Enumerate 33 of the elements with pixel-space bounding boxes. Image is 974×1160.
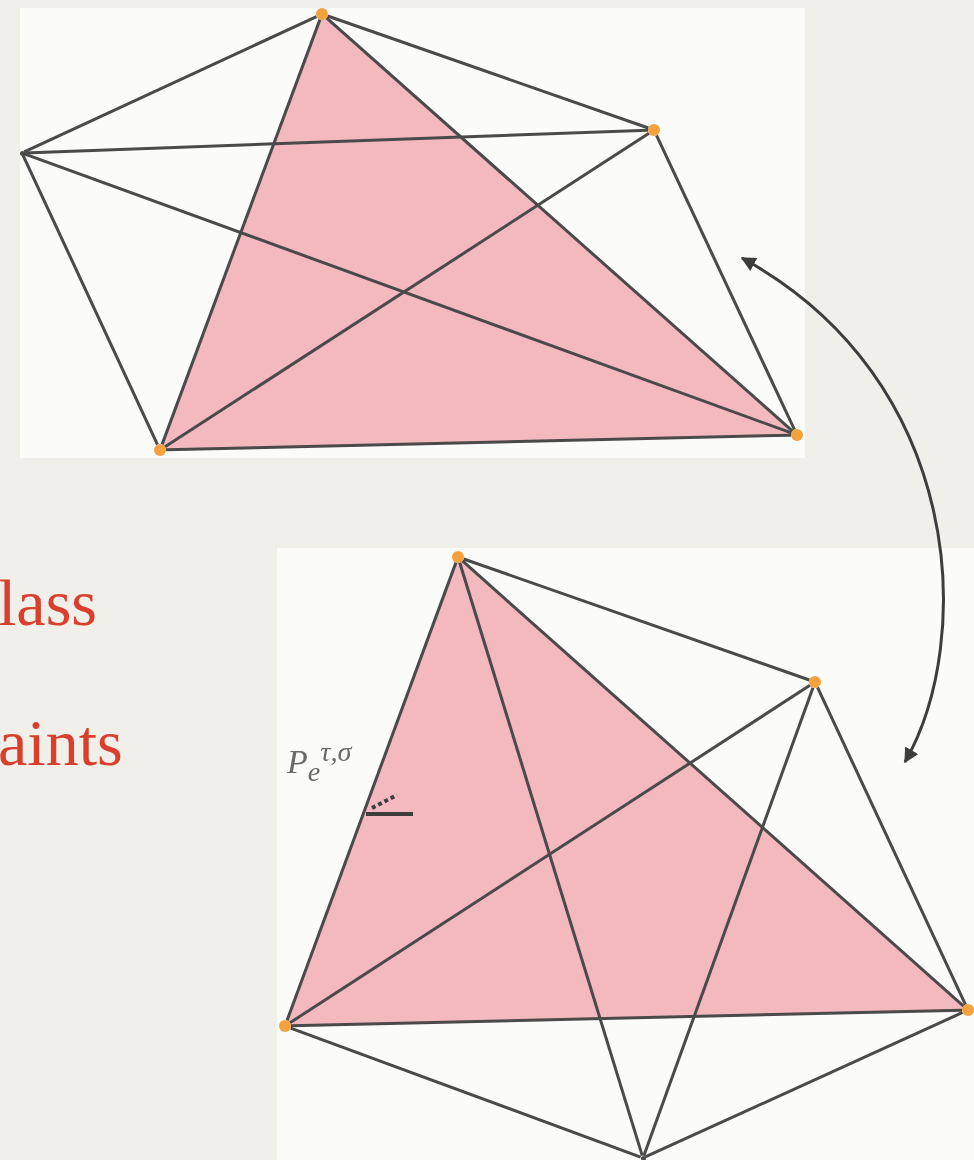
vertex-point <box>640 1155 646 1160</box>
graph-edge-line <box>327 14 649 130</box>
graph-edge-line <box>325 16 794 433</box>
graph-edge-line <box>289 684 811 1024</box>
graph-edge-line <box>458 562 644 1157</box>
vertex-dot <box>452 551 464 563</box>
vertex-dot <box>648 124 660 136</box>
graph-edge-line <box>23 152 792 435</box>
graph-edge-line <box>160 19 322 445</box>
graph-edge-line <box>290 1008 963 1028</box>
graph-edge-line <box>285 562 458 1021</box>
graph-edge-line <box>290 1026 642 1159</box>
graph-edge-line <box>23 15 318 154</box>
vertex-dot <box>316 8 328 20</box>
graph-edge-line <box>21 154 159 446</box>
graph-edge-line <box>816 686 967 1006</box>
graph-edge-line <box>461 559 965 1008</box>
vertex-dot <box>791 429 803 441</box>
graph-edge-line <box>164 132 650 448</box>
graph-edge-line <box>24 128 649 155</box>
vertex-point <box>19 150 25 156</box>
heading-text: lass <box>0 570 97 636</box>
vertex-dot <box>809 676 821 688</box>
graph-edge-line <box>165 433 792 452</box>
graph-edge-line <box>644 1011 964 1159</box>
vertex-dot <box>279 1020 291 1032</box>
vertex-dot <box>962 1004 974 1016</box>
vertex-dot <box>154 444 166 456</box>
double-headed-arrow <box>740 256 945 764</box>
heading-text: aints <box>0 710 123 776</box>
graph-edge-line <box>655 134 796 431</box>
graph-edge-line <box>642 687 815 1157</box>
graph-edge-line <box>463 557 810 682</box>
